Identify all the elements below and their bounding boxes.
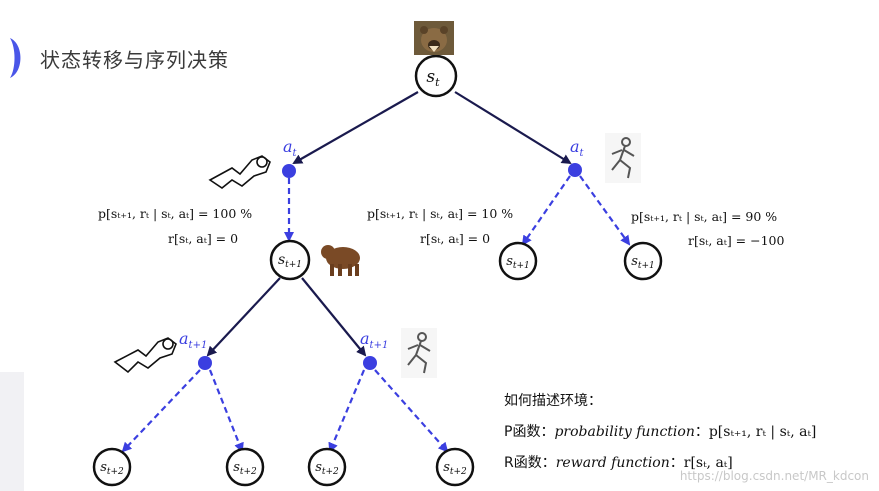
bear-photo-icon (414, 21, 454, 55)
legend-r-name: reward function (555, 455, 670, 471)
action-dot-left (282, 164, 296, 178)
state-label-leaf3: st+2 (315, 460, 339, 477)
action-label-r2: at+1 (360, 329, 388, 351)
edge-ar2-leaf4 (374, 369, 449, 453)
legend-p-row: P函数：probability function：p[sₜ₊₁, rₜ | sₜ… (504, 421, 816, 452)
environment-legend: 如何描述环境： P函数：probability function：p[sₜ₊₁,… (504, 390, 816, 483)
state-labels: st st+1 st+1 st+1 st+2 st+2 st+2 st+2 (100, 67, 655, 477)
state-label-leaf1: st+2 (100, 460, 124, 477)
edge-aright-sright1 (521, 175, 571, 246)
edge-root-aright (454, 91, 572, 165)
state-node-leaf4 (435, 447, 475, 487)
action-dot-l2 (198, 356, 212, 370)
legend-p-name: probability function (554, 424, 695, 440)
legend-r-formula: ：r[sₜ, aₜ] (669, 455, 733, 471)
note-left-reward: r[sₜ, aₜ] = 0 (168, 231, 239, 246)
lying-figure-icon-2 (113, 337, 177, 374)
state-label-root: st (426, 67, 440, 89)
state-label-leaf2: st+2 (233, 460, 257, 477)
state-node-right2 (623, 241, 663, 281)
action-label-l2: at+1 (179, 329, 207, 351)
dashed-edges (121, 175, 631, 453)
state-node-leaf3 (307, 447, 347, 487)
state-node-leaf2 (225, 447, 265, 487)
running-figure-icon-2 (401, 328, 437, 378)
legend-heading: 如何描述环境： (504, 393, 602, 409)
edge-al2-leaf1 (121, 369, 201, 453)
state-node-root (414, 54, 458, 98)
legend-p-formula: ：p[sₜ₊₁, rₜ | sₜ, aₜ] (694, 424, 817, 440)
state-node-leaf1 (92, 447, 132, 487)
running-figure-icon (605, 133, 641, 183)
state-label-next: st+1 (278, 252, 302, 270)
state-node-next (269, 239, 311, 281)
state-node-right1 (498, 241, 538, 281)
edge-al2-leaf2 (208, 369, 244, 453)
watermark-url: https://blog.csdn.net/MR_kdcon (679, 469, 869, 483)
action-label-right: at (570, 137, 585, 159)
state-nodes (92, 54, 663, 487)
left-faded-strip (0, 372, 24, 491)
edge-snext-al2 (206, 277, 281, 357)
note-mid-probability: p[sₜ₊₁, rₜ | sₜ, aₜ] = 10 % (367, 206, 514, 221)
bear-icon (321, 245, 360, 276)
note-right-probability: p[sₜ₊₁, rₜ | sₜ, aₜ] = 90 % (631, 209, 778, 224)
action-label-left: at (283, 137, 298, 159)
action-dots (198, 163, 582, 370)
legend-p-label: P函数： (504, 424, 555, 440)
title-accent-icon (10, 38, 21, 78)
edge-aright-sright2 (579, 175, 631, 246)
note-mid-reward: r[sₜ, aₜ] = 0 (420, 231, 491, 246)
action-labels: at at at+1 at+1 (179, 137, 585, 351)
action-dot-right (568, 163, 582, 177)
action-dot-r2 (363, 356, 377, 370)
solid-edges (206, 91, 572, 357)
lying-figure-icon (208, 155, 271, 189)
edge-root-aleft (292, 91, 419, 164)
state-label-leaf4: st+2 (443, 460, 467, 477)
legend-r-label: R函数： (504, 455, 556, 471)
note-right-reward: r[sₜ, aₜ] = −100 (688, 233, 785, 248)
legend-r-row: R函数：reward function：r[sₜ, aₜ] (504, 452, 816, 483)
note-left-probability: p[sₜ₊₁, rₜ | sₜ, aₜ] = 100 % (98, 206, 253, 221)
edge-snext-ar2 (301, 277, 367, 357)
state-label-right1: st+1 (506, 254, 530, 271)
page-title: 状态转移与序列决策 (40, 48, 229, 72)
state-label-right2: st+1 (631, 254, 655, 271)
edge-ar2-leaf3 (328, 369, 366, 453)
